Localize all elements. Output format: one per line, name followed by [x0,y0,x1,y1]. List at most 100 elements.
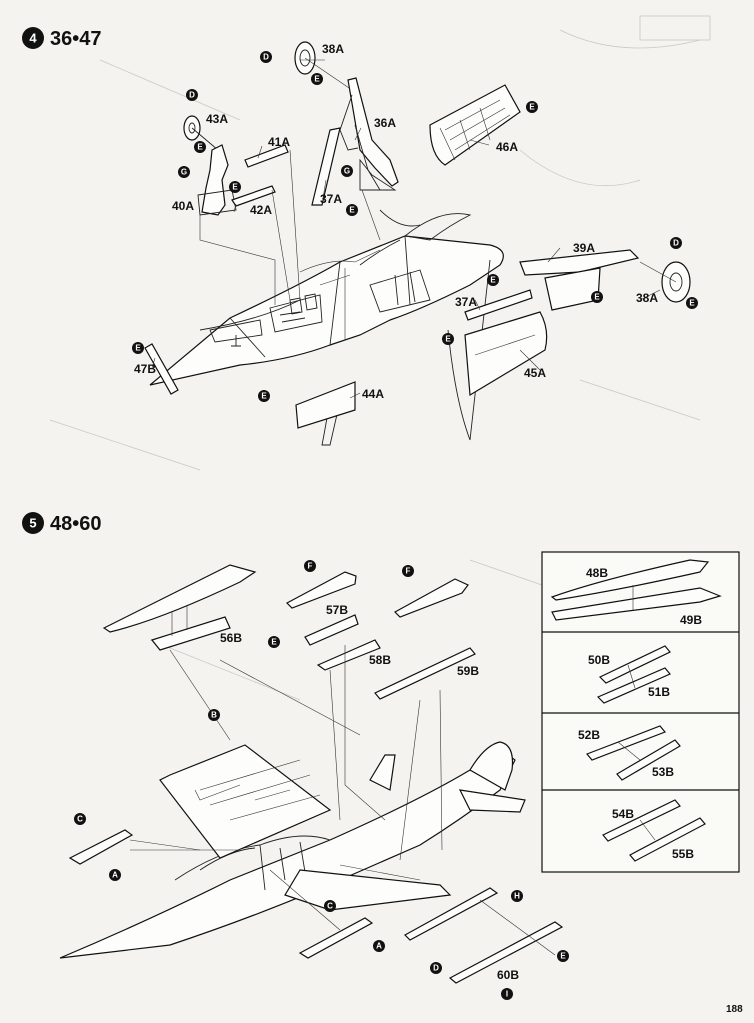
inset-tank-48b [550,559,710,601]
fuel-tank-upper [102,564,257,633]
svg-text:F: F [308,562,313,571]
svg-text:E: E [232,183,238,192]
step-5-color-callouts: F F E B C A C A H E D I [74,560,569,1000]
callout-e: E [268,636,280,648]
svg-text:H: H [514,892,520,901]
svg-text:E: E [261,392,267,401]
callout-g: G [178,166,190,178]
part-47b [144,343,179,395]
label-42a: 42A [250,203,272,217]
inset-launcher-55b [629,817,706,862]
callout-c: C [324,900,336,912]
panel-46a [429,84,521,166]
step-5-assembly [59,564,564,984]
svg-text:E: E [314,75,320,84]
svg-text:E: E [594,293,600,302]
svg-text:G: G [344,167,350,176]
missile-left-c [68,829,134,865]
missile-upper-f2 [394,578,469,618]
callout-a: A [109,869,121,881]
svg-text:D: D [263,53,269,62]
label-51b: 51B [648,685,670,699]
svg-text:E: E [689,299,695,308]
label-52b: 52B [578,728,600,742]
label-39a: 39A [573,241,595,255]
step-4-color-callouts: D E D E G E G E E E E D E E E E [132,51,698,402]
link-41a [244,144,289,168]
label-38a-top: 38A [322,42,344,56]
callout-b: B [208,709,220,721]
label-37a-top: 37A [320,192,342,206]
callout-f: F [304,560,316,572]
svg-text:A: A [376,942,382,951]
svg-text:E: E [349,206,355,215]
label-56b: 56B [220,631,242,645]
label-53b: 53B [652,765,674,779]
svg-text:D: D [189,91,195,100]
label-45a: 45A [524,366,546,380]
page-number: 188 [726,1004,743,1015]
svg-text:D: D [673,239,679,248]
callout-e: E [526,101,538,113]
rod-42a [231,185,276,207]
inset-rail-50b [598,645,671,684]
svg-text:E: E [135,344,141,353]
step-4-assembly [144,41,691,446]
pylon-56b [150,616,231,651]
aircraft-htail [458,789,526,813]
label-47b: 47B [134,362,156,376]
step-5-parts-range: 48•60 [50,513,102,535]
callout-e: E [442,333,454,345]
inset-launcher-52b [586,725,666,761]
aircraft-vtail [369,754,396,791]
svg-text:E: E [560,952,566,961]
gear-door-37a-lower [464,289,533,321]
label-55b: 55B [672,847,694,861]
callout-e: E [591,291,603,303]
label-41a: 41A [268,135,290,149]
inset-launcher-54b [602,799,681,842]
label-43a: 43A [206,112,228,126]
label-58b: 58B [369,653,391,667]
step-4-number: 4 [29,31,37,46]
callout-e: E [229,181,241,193]
label-49b: 49B [680,613,702,627]
svg-text:E: E [271,638,277,647]
callout-d: D [260,51,272,63]
step-4-header: 4 36•47 [22,27,102,50]
step-5-badge [22,512,44,534]
missile-h [404,887,499,941]
step-4-badge [22,27,44,49]
label-46a: 46A [496,140,518,154]
callout-e: E [132,342,144,354]
label-48b: 48B [586,566,608,580]
svg-text:C: C [327,902,333,911]
callout-e: E [194,141,206,153]
gear-door-37a-upper [311,127,341,206]
svg-text:D: D [433,964,439,973]
step-4-labels: 38A 43A 41A 36A 46A 40A 42A 37A 39A 38A … [134,42,658,401]
detail-inset-box: 48B 49B 50B 51B 52B 53B 54B 55B [541,551,740,873]
pylon-57b [304,614,359,646]
fuselage-nose-section [149,235,504,386]
callout-h: H [511,890,523,902]
callout-d: D [186,89,198,101]
svg-text:I: I [506,990,508,999]
label-37a-lower: 37A [455,295,477,309]
callout-e: E [346,204,358,216]
label-60b: 60B [497,968,519,982]
main-gear-strut-36a [347,77,399,187]
callout-e: E [311,73,323,85]
callout-e: E [557,950,569,962]
svg-text:B: B [211,711,217,720]
callout-f: F [402,565,414,577]
panel-44a [295,381,356,429]
svg-text:E: E [445,335,451,344]
svg-text:E: E [529,103,535,112]
inset-pylon-49b [551,587,722,621]
missile-center-c [298,917,374,959]
callout-e: E [686,297,698,309]
svg-text:A: A [112,871,118,880]
svg-text:C: C [77,815,83,824]
